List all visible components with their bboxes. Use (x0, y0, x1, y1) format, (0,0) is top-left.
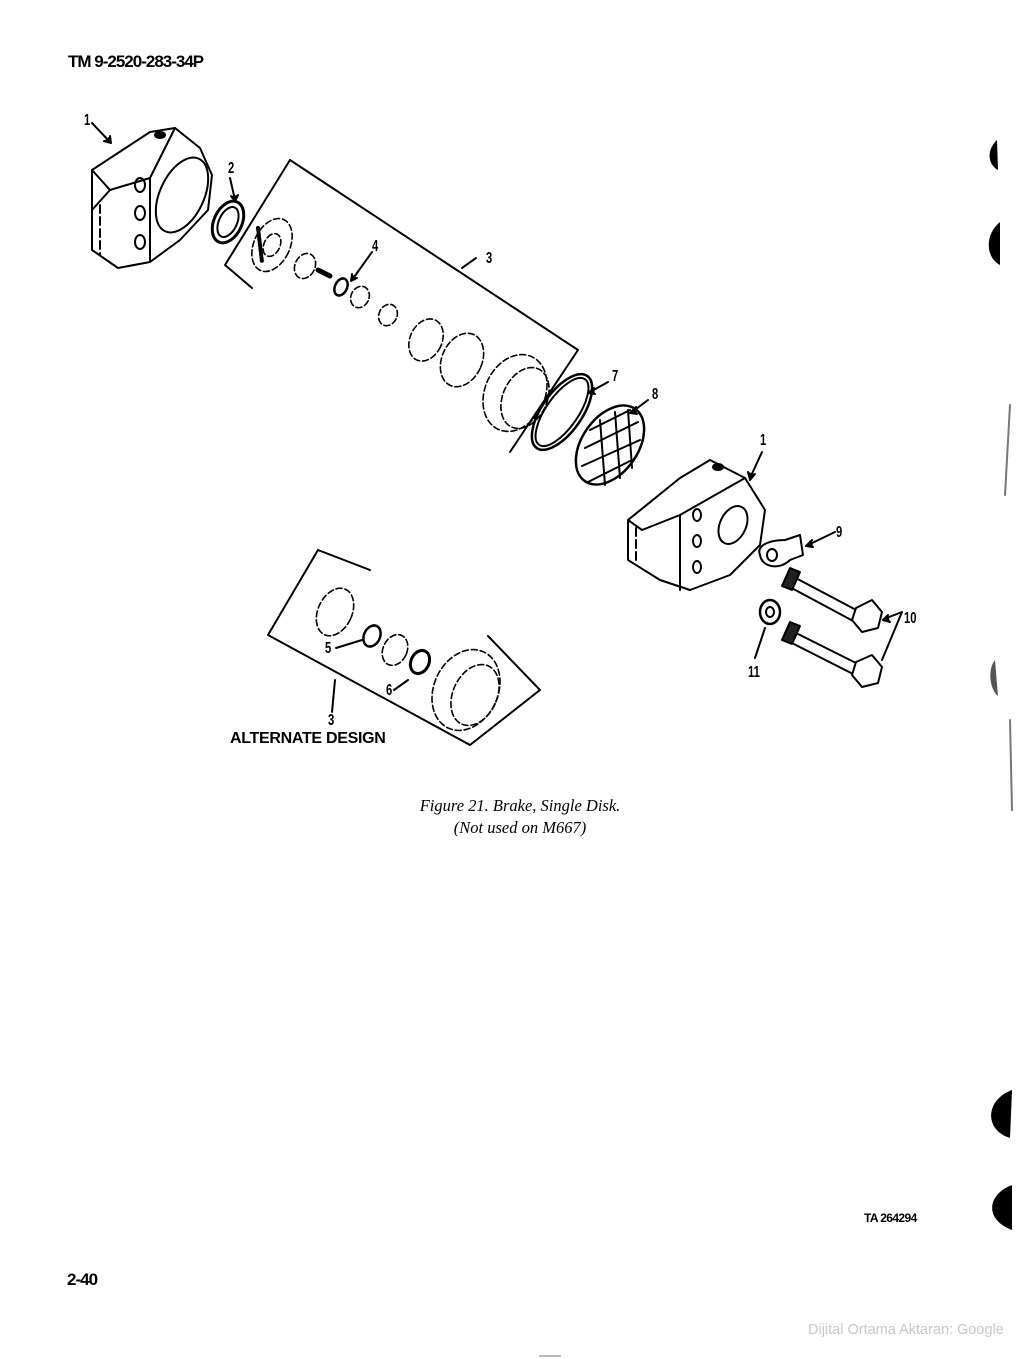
digitization-watermark: Dijital Ortama Aktaran: Google (808, 1322, 1004, 1338)
brake-disk-drawing (574, 404, 646, 486)
callout-1-bottom: 1 (760, 432, 767, 449)
page-edge-mark (539, 1355, 561, 1357)
callout-5: 5 (325, 640, 332, 657)
figure-caption: Figure 21. Brake, Single Disk. (Not used… (300, 795, 740, 839)
page-number: 2-40 (67, 1270, 98, 1289)
housing-top-drawing (91, 127, 213, 269)
housing-bottom-drawing (627, 459, 766, 591)
ta-number: TA 264294 (864, 1211, 917, 1225)
tm-number-header: TM 9-2520-283-34P (68, 52, 204, 71)
callout-11: 11 (748, 664, 760, 681)
callout-9: 9 (836, 524, 843, 541)
callout-1-top: 1 (84, 112, 91, 129)
caption-title: Figure 21. Brake, Single Disk. (419, 796, 621, 815)
callout-3-top: 3 (486, 250, 493, 267)
callout-4: 4 (372, 238, 379, 255)
callout-3-alt: 3 (328, 712, 335, 729)
caption-note: (Not used on M667) (453, 818, 587, 837)
bracket-3-alt (317, 549, 371, 571)
callout-10: 10 (904, 610, 917, 627)
alternate-design-label: ALTERNATE DESIGN (230, 730, 386, 747)
callout-7: 7 (612, 368, 619, 385)
bolt-drawing (781, 567, 883, 688)
callout-8: 8 (652, 386, 659, 403)
callout-6: 6 (386, 682, 393, 699)
callout-2: 2 (228, 160, 235, 177)
bracket-3-top (289, 159, 579, 453)
